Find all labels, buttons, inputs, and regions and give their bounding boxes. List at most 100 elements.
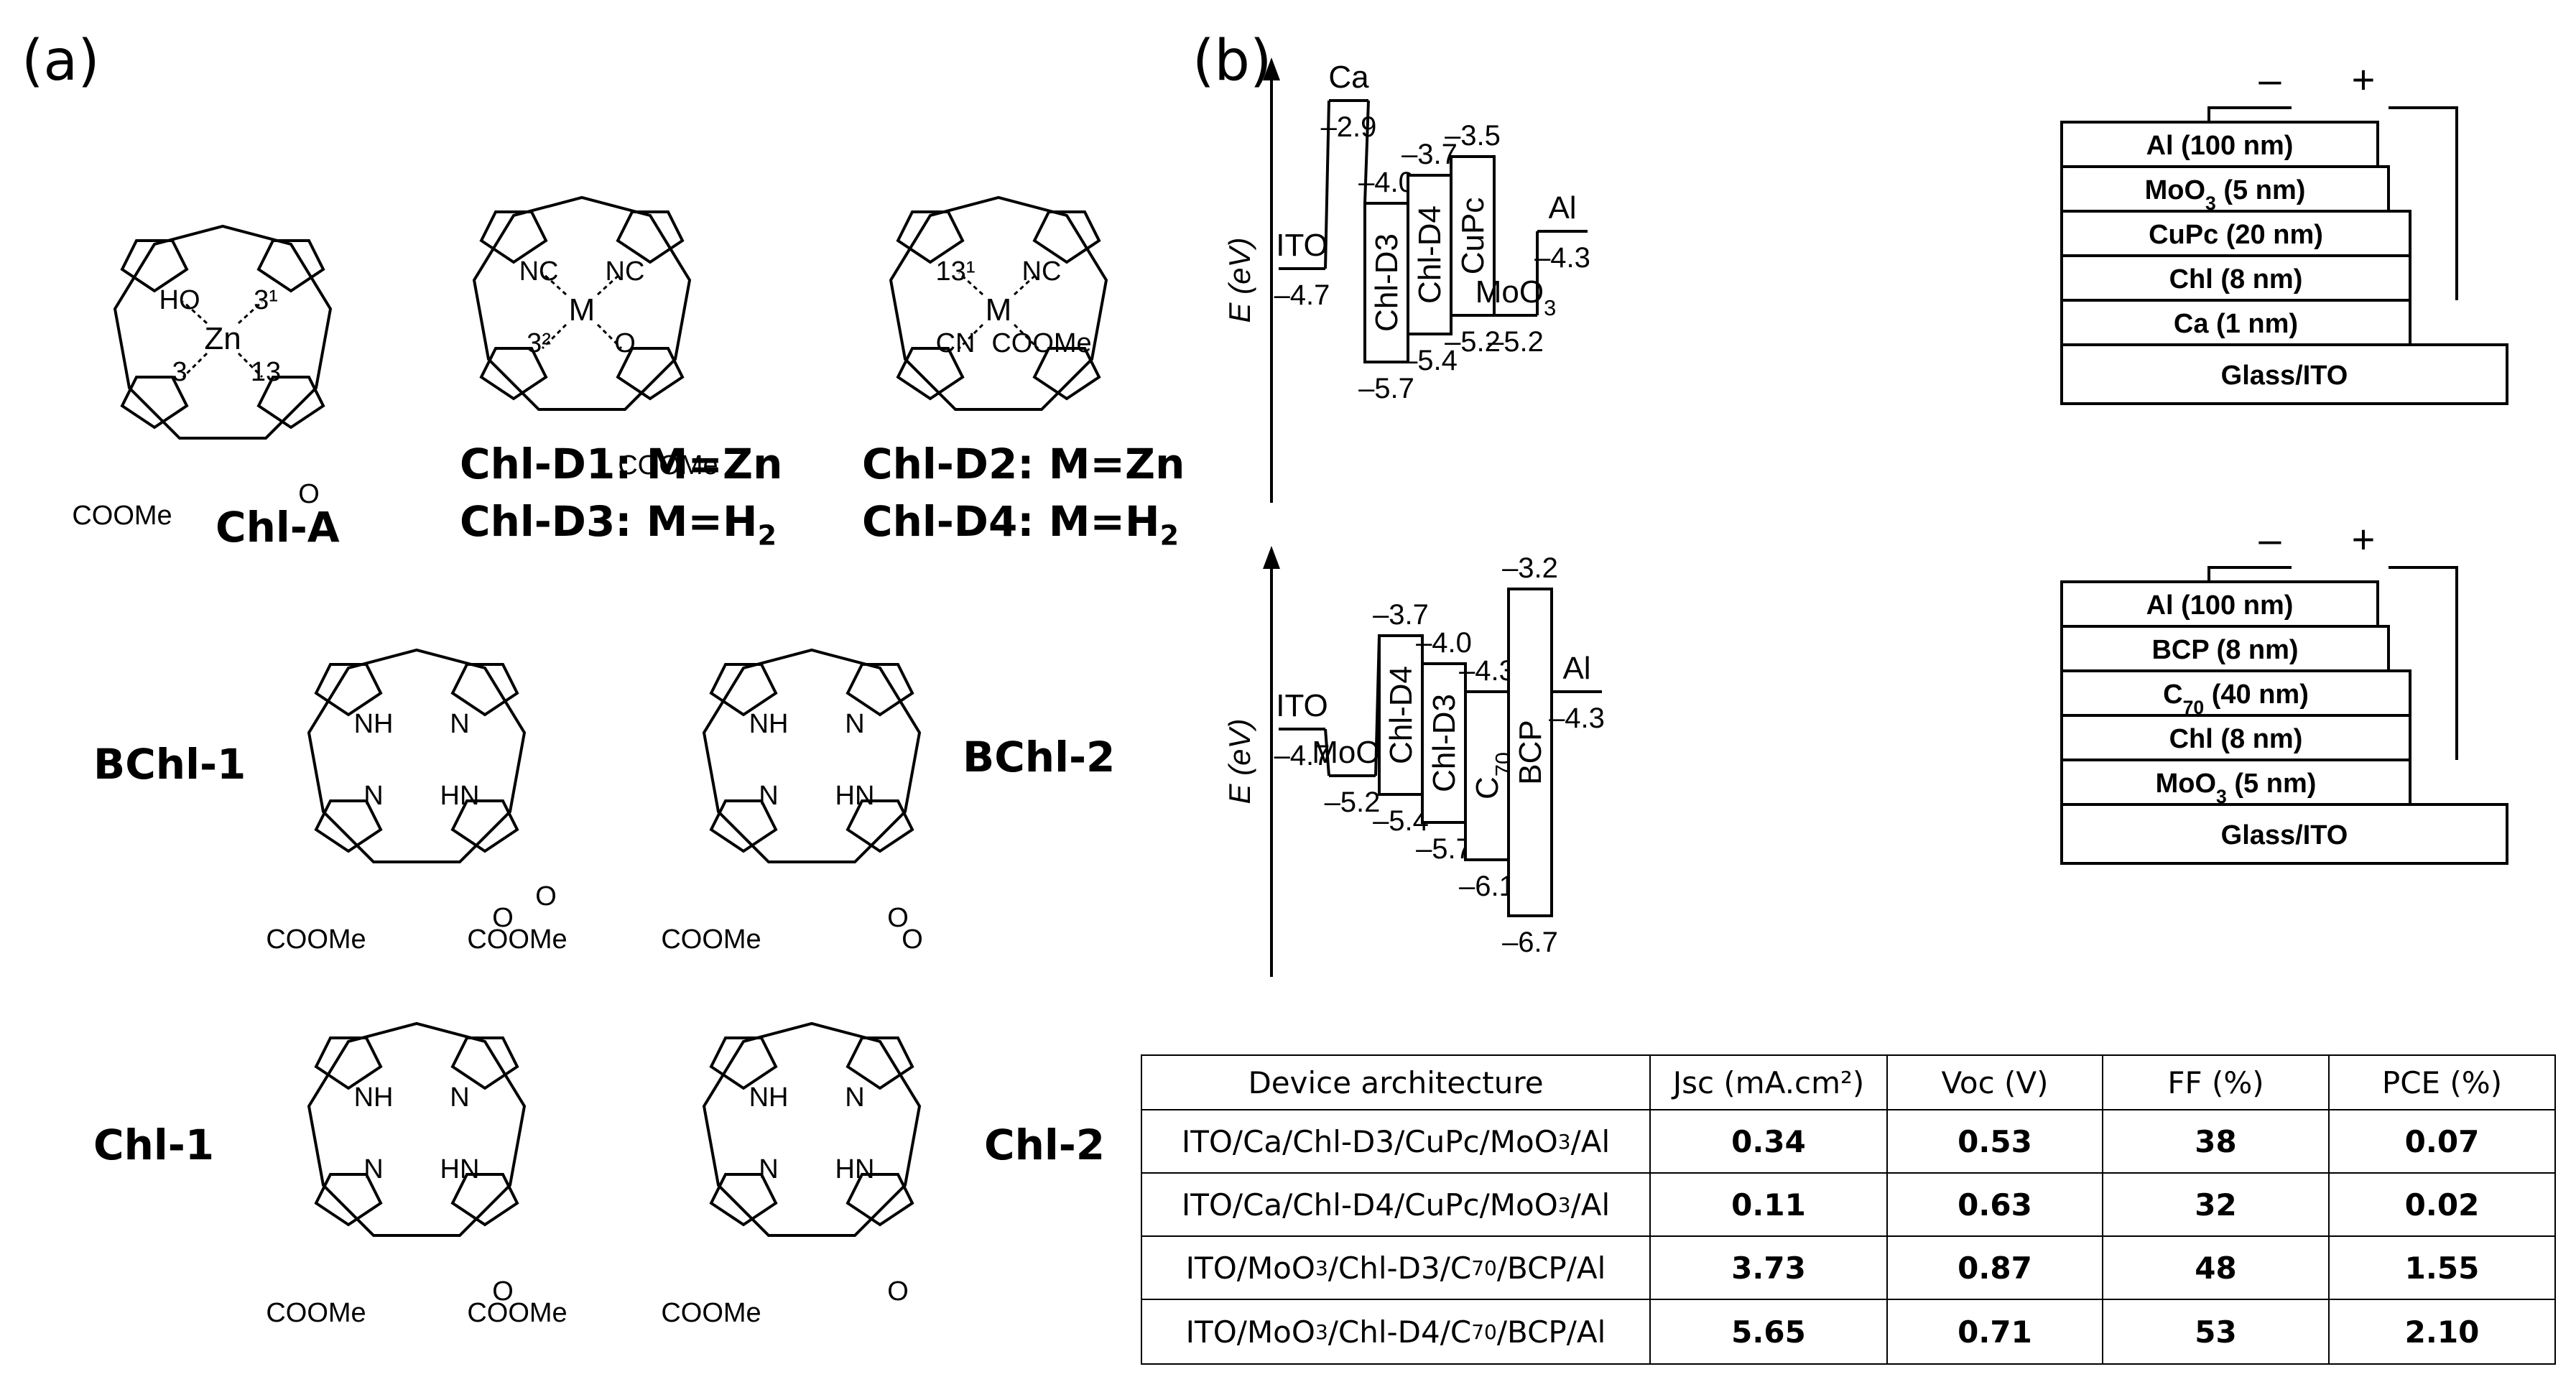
layer-label: Chl (8 nm) xyxy=(2169,264,2303,294)
atom-label: NH xyxy=(749,1082,789,1113)
panel-a-label: (a) xyxy=(22,29,100,93)
pyrrole-ring xyxy=(120,239,189,293)
atom-label: O xyxy=(902,924,923,955)
material-name: Chl-D3 xyxy=(1369,233,1404,332)
lumo-value: –4.0 xyxy=(1358,167,1414,198)
table-cell: 53 xyxy=(2103,1300,2330,1363)
device-stack-bottom: –+Al (100 nm)BCP (8 nm)C70 (40 nm)Chl (8… xyxy=(2060,524,2508,865)
lumo-value: –3.5 xyxy=(1445,120,1501,152)
energy-diagram-bottom: E (eV)ITO–4.7MoO3–5.2–3.7–5.4Chl-D4–4.0–… xyxy=(1223,546,1605,977)
lumo-value: –3.7 xyxy=(1373,599,1429,631)
atom-label: NC xyxy=(1022,256,1062,287)
atom-label: HO xyxy=(159,285,200,315)
macrocycle-outline xyxy=(307,1021,527,1237)
table-cell: 0.71 xyxy=(1888,1300,2103,1363)
step-connector xyxy=(1324,100,1330,269)
material-name: Chl-D4 xyxy=(1384,666,1419,764)
atom-label: N xyxy=(845,1082,864,1113)
layer-label: Glass/ITO xyxy=(2221,820,2348,850)
minus-terminal: – xyxy=(2258,65,2281,102)
band-box xyxy=(1407,174,1453,335)
pyrrole-ring xyxy=(450,799,519,853)
lumo-value: –4.3 xyxy=(1459,655,1515,687)
coordination-bond xyxy=(541,323,567,350)
pyrrole-ring xyxy=(709,663,778,717)
plus-terminal: + xyxy=(2352,65,2376,102)
coordination-bond xyxy=(1013,272,1039,296)
level-name: MoO3 xyxy=(1475,274,1557,320)
wire-minus xyxy=(2207,106,2292,122)
coordination-bond xyxy=(541,272,567,296)
layer-label: Chl (8 nm) xyxy=(2169,724,2303,754)
chl-d2-name: Chl-D2: M=Zn xyxy=(862,440,1185,488)
homo-value: –5.2 xyxy=(1445,326,1501,358)
lumo-value: –3.7 xyxy=(1401,139,1458,170)
chl-2-name: Chl-2 xyxy=(984,1121,1106,1169)
atom-label: N xyxy=(845,709,864,739)
pyrrole-ring xyxy=(479,210,548,264)
level-name: Al xyxy=(1562,651,1590,686)
coordination-bond xyxy=(182,300,208,325)
atom-label: HN xyxy=(835,781,875,811)
chl-d4-name: Chl-D4: M=H2 xyxy=(862,497,1180,552)
pyrrole-ring xyxy=(709,1036,778,1090)
energy-axis-label: E (eV) xyxy=(1223,237,1256,323)
coordination-bond xyxy=(237,300,264,325)
coordination-bond xyxy=(596,272,623,296)
lumo-value: –4.0 xyxy=(1416,627,1472,659)
atom-label: HN xyxy=(440,781,480,811)
band-box xyxy=(1450,155,1496,317)
material-name: CuPc xyxy=(1455,198,1491,275)
pyrrole-ring xyxy=(256,239,325,293)
atom-label: NH xyxy=(749,709,789,739)
table-cell: 2.10 xyxy=(2404,1314,2480,1350)
macrocycle-outline xyxy=(702,648,922,863)
atom-label: HN xyxy=(440,1154,480,1184)
coordination-bond xyxy=(596,323,623,350)
wire-plus xyxy=(2389,106,2458,300)
atom-label: O xyxy=(492,1276,514,1307)
material-name: Chl-D4 xyxy=(1412,205,1447,304)
table-cell: 1.55 xyxy=(2330,1237,2554,1300)
band-box xyxy=(1378,634,1424,796)
pyrrole-ring xyxy=(120,376,189,430)
bchl-2-name: BChl-2 xyxy=(963,733,1116,781)
material-name: Chl-D3 xyxy=(1427,694,1462,792)
level-name: ITO xyxy=(1276,228,1328,263)
pyrrole-ring xyxy=(314,1173,383,1227)
atom-label: NH xyxy=(354,709,394,739)
atom-label: NH xyxy=(354,1082,394,1113)
pyrrole-ring xyxy=(314,799,383,853)
band-box xyxy=(1421,662,1467,824)
coordination-bond xyxy=(237,352,264,379)
atom-label: O xyxy=(614,328,636,358)
level-value: –4.3 xyxy=(1549,702,1605,734)
atom-label: COOMe xyxy=(266,924,366,955)
atom-label: N xyxy=(759,1154,778,1184)
pyrrole-ring xyxy=(450,1036,519,1090)
stack-layer xyxy=(2060,210,2411,257)
stack-layer xyxy=(2060,580,2379,628)
level-value: –4.7 xyxy=(1274,740,1330,771)
stack-layer xyxy=(2060,254,2411,302)
table-cell: 32 xyxy=(2103,1174,2330,1237)
stack-layer xyxy=(2060,299,2411,346)
material-name: BCP xyxy=(1513,720,1548,784)
layer-label: Al (100 nm) xyxy=(2146,131,2294,161)
level-value: –4.7 xyxy=(1274,279,1330,311)
table-header-cell: PCE (%) xyxy=(2330,1056,2554,1110)
homo-value: –5.7 xyxy=(1358,373,1414,404)
atom-label: COOMe xyxy=(72,501,172,531)
layer-label: MoO3 (5 nm) xyxy=(2145,175,2306,214)
layer-label: Ca (1 nm) xyxy=(2174,309,2298,339)
stack-layer xyxy=(2060,803,2508,865)
atom-label: O xyxy=(887,1276,909,1307)
chl-1-name: Chl-1 xyxy=(93,1121,215,1169)
atom-label: N xyxy=(450,1082,469,1113)
level-name: Ca xyxy=(1328,60,1369,95)
